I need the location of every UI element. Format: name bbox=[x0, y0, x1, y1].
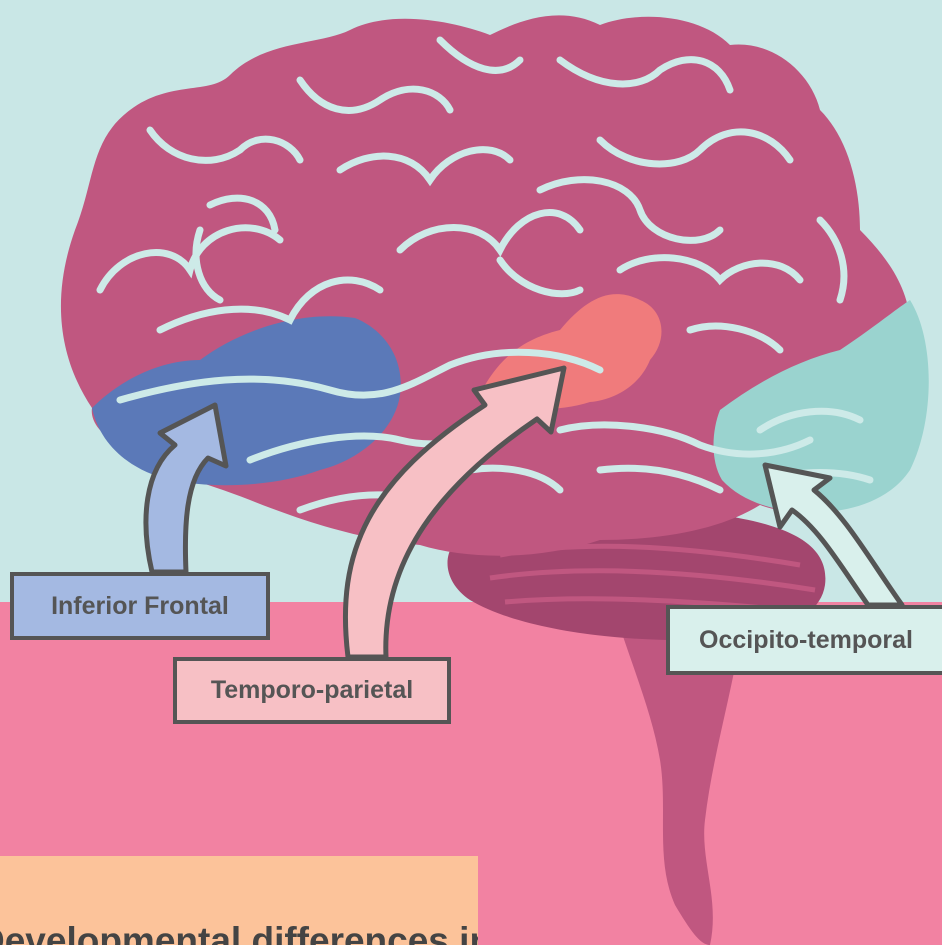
temporo-parietal-label: Temporo-parietal bbox=[173, 657, 451, 724]
occipito-temporal-label: Occipito-temporal bbox=[666, 605, 942, 675]
inferior-frontal-label: Inferior Frontal bbox=[10, 572, 270, 640]
caption-box: Developmental differences in brain bbox=[0, 856, 478, 945]
caption-text: Developmental differences in brain bbox=[0, 920, 478, 945]
